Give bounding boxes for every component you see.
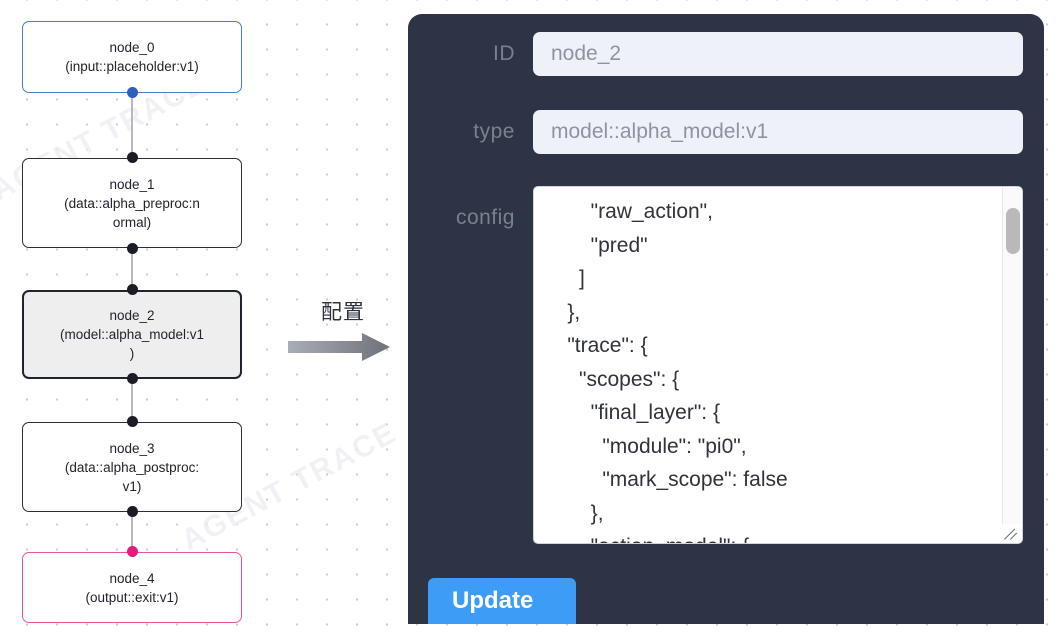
update-button[interactable]: Update xyxy=(428,578,576,624)
node-title: node_0 xyxy=(109,40,155,55)
node-title: node_4 xyxy=(109,570,155,586)
config-label: config xyxy=(455,206,515,229)
node-subtitle-line2: ormal) xyxy=(112,214,152,230)
resize-grip-icon[interactable] xyxy=(1001,523,1021,543)
config-scrollbar[interactable] xyxy=(1002,188,1021,524)
graph-node-node_2[interactable]: node_2 (model::alpha_model:v1 ) xyxy=(22,290,242,379)
id-input[interactable] xyxy=(533,32,1023,76)
node-title: node_1 xyxy=(109,176,155,192)
node-title: node_2 xyxy=(109,308,155,323)
form-row-id: ID xyxy=(408,32,1044,76)
node-handle-target-node_3[interactable] xyxy=(126,416,138,427)
node-handle-source-node_2[interactable] xyxy=(126,373,138,384)
graph-node-node_3[interactable]: node_3 (data::alpha_postproc: v1) xyxy=(22,422,242,512)
id-label: ID xyxy=(493,42,515,65)
node-subtitle-line1: (model::alpha_model:v1 xyxy=(59,327,205,342)
graph-node-node_1[interactable]: node_1 (data::alpha_preproc:n ormal) xyxy=(22,158,242,248)
node-handle-target-node_4[interactable] xyxy=(126,546,138,557)
config-textarea[interactable]: "raw_action", "pred" ] }, "trace": { "sc… xyxy=(533,186,1023,544)
graph-node-node_0[interactable]: node_0 (input::placeholder:v1) xyxy=(22,21,242,93)
node-subtitle-line1: (data::alpha_postproc: xyxy=(64,459,200,475)
node-handle-target-node_2[interactable] xyxy=(126,284,138,295)
node-handle-source-node_1[interactable] xyxy=(126,243,138,254)
transfer-annotation: 配置 xyxy=(288,296,396,367)
graph-canvas[interactable]: node_0 (input::placeholder:v1) node_1 (d… xyxy=(0,0,400,643)
config-textarea-wrapper: "raw_action", "pred" ] }, "trace": { "sc… xyxy=(533,186,1023,544)
transfer-label: 配置 xyxy=(321,301,365,324)
edge-node0-node1 xyxy=(131,93,133,158)
node-subtitle: (output::exit:v1) xyxy=(85,589,179,605)
type-label: type xyxy=(473,120,515,143)
form-row-config: config "raw_action", "pred" ] }, "trace"… xyxy=(408,186,1044,544)
node-handle-target-node_1[interactable] xyxy=(126,152,138,163)
edge-node2-node3 xyxy=(131,379,133,422)
graph-node-node_4[interactable]: node_4 (output::exit:v1) xyxy=(22,552,242,623)
type-input[interactable] xyxy=(533,110,1023,154)
edge-node3-node4 xyxy=(131,512,133,552)
node-subtitle: (input::placeholder:v1) xyxy=(65,59,199,74)
node-subtitle-line2: v1) xyxy=(122,478,142,494)
node-subtitle-line1: (data::alpha_preproc:n xyxy=(64,195,200,211)
node-subtitle-line2: ) xyxy=(129,346,135,361)
node-config-panel: ID type config "raw_action", "pred" ] },… xyxy=(408,14,1044,624)
config-scrollbar-thumb[interactable] xyxy=(1006,208,1020,254)
node-title: node_3 xyxy=(109,440,155,456)
edge-node1-node2 xyxy=(131,248,133,290)
node-handle-source-node_3[interactable] xyxy=(126,506,138,517)
form-row-type: type xyxy=(408,110,1044,154)
right-arrow-icon xyxy=(288,332,396,367)
node-handle-source-node_0[interactable] xyxy=(126,87,138,98)
